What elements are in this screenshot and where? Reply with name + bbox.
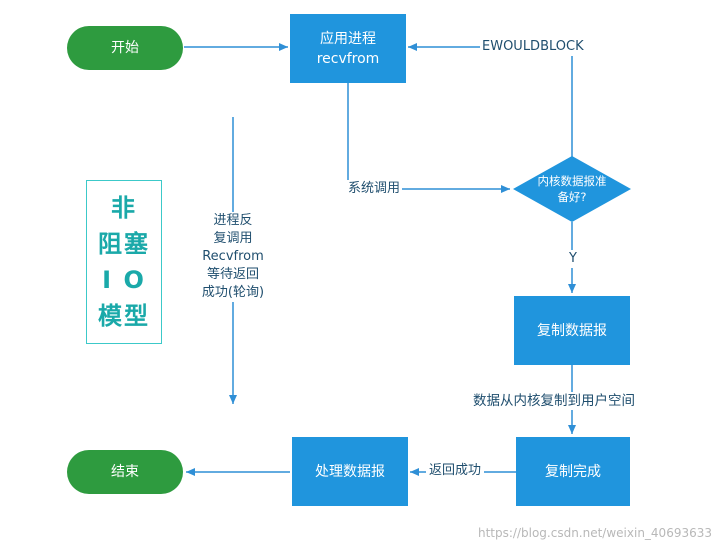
copy-datagram-node: 复制数据报	[514, 296, 630, 365]
system-call-label: 系统调用	[346, 180, 403, 198]
start-node: 开始	[67, 26, 183, 70]
arrow-process-to-decision	[347, 83, 510, 193]
polling-note: 进程反 复调用 Recvfrom 等待返回 成功(轮询)	[189, 212, 277, 302]
end-node: 结束	[67, 450, 183, 494]
yes-label: Y	[567, 250, 579, 268]
process-data-node: 处理数据报	[292, 437, 408, 506]
kernel-check-label: 内核数据报准 备好?	[537, 174, 607, 204]
copy-done-node: 复制完成	[516, 437, 630, 506]
ewouldblock-label: EWOULDBLOCK	[480, 38, 586, 56]
diagram-title-box: 非 阻塞 I O 模型	[86, 180, 162, 344]
watermark: https://blog.csdn.net/weixin_40693633	[477, 526, 712, 540]
app-process-node: 应用进程 recvfrom	[290, 14, 406, 83]
kernel-to-user-label: 数据从内核复制到用户空间	[470, 392, 638, 410]
diagram-title: 非 阻塞 I O 模型	[98, 194, 150, 330]
decision-diamond	[513, 156, 631, 222]
arrow-ewouldblock-loop	[408, 43, 573, 158]
return-success-label: 返回成功	[426, 462, 485, 480]
